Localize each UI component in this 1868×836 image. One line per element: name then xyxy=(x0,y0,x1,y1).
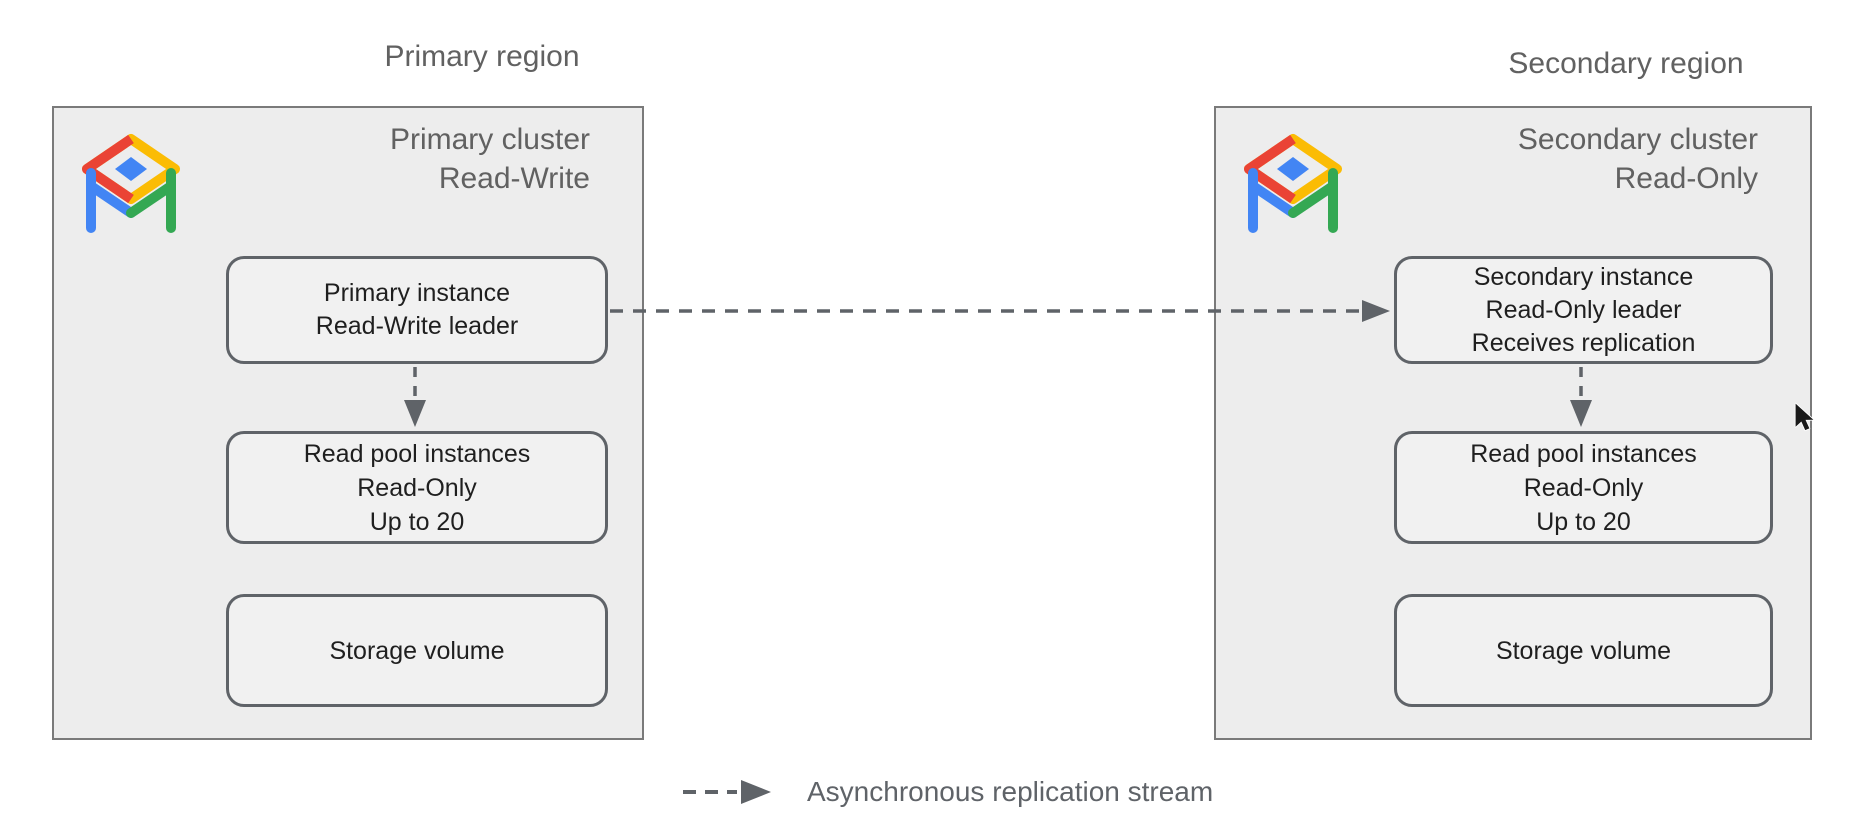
node-text-line: Up to 20 xyxy=(369,507,465,536)
node-text-line: Read-Only leader xyxy=(1485,295,1682,324)
secondary-read-pool-box: Read pool instances Read-Only Up to 20 xyxy=(1394,431,1773,544)
node-text-line: Primary instance xyxy=(323,279,511,307)
cluster-title-line: Secondary cluster xyxy=(1517,123,1758,156)
legend-label: Asynchronous replication stream xyxy=(807,776,1214,807)
alloydb-icon xyxy=(1244,134,1342,233)
secondary-cluster-box: Secondary cluster Read-Only Secondary in… xyxy=(1214,106,1812,740)
mouse-pointer-icon xyxy=(1794,402,1815,432)
cluster-title-line: Read-Write xyxy=(438,162,590,195)
node-text-line: Read pool instances xyxy=(303,439,531,468)
alloydb-icon xyxy=(82,134,180,233)
legend-dashed-arrow-icon xyxy=(683,780,771,804)
secondary-region-label: Secondary region xyxy=(1508,47,1744,80)
secondary-instance-box: Secondary instance Read-Only leader Rece… xyxy=(1394,256,1773,364)
node-text-line: Read-Only xyxy=(357,473,477,502)
node-text-line: Receives replication xyxy=(1471,328,1696,357)
node-text-line: Up to 20 xyxy=(1536,507,1631,536)
secondary-cluster-title: Secondary cluster Read-Only xyxy=(1518,120,1758,198)
secondary-storage-volume-box: Storage volume xyxy=(1394,594,1773,707)
node-text-line: Storage volume xyxy=(1495,636,1672,665)
primary-read-pool-box: Read pool instances Read-Only Up to 20 xyxy=(226,431,608,544)
primary-region-label: Primary region xyxy=(384,40,580,73)
primary-instance-box: Primary instance Read-Write leader xyxy=(226,256,608,364)
primary-cluster-title: Primary cluster Read-Write xyxy=(390,120,590,198)
primary-cluster-box: Primary cluster Read-Write Primary insta… xyxy=(52,106,644,740)
node-text-line: Read pool instances xyxy=(1470,439,1697,468)
node-text-line: Secondary instance xyxy=(1473,262,1694,291)
cluster-title-line: Read-Only xyxy=(1614,162,1758,195)
node-text-line: Read-Only xyxy=(1523,473,1644,502)
node-text-line: Storage volume xyxy=(329,636,505,665)
cluster-title-line: Primary cluster xyxy=(389,123,590,156)
primary-storage-volume-box: Storage volume xyxy=(226,594,608,707)
node-text-line: Read-Write leader xyxy=(315,312,519,340)
